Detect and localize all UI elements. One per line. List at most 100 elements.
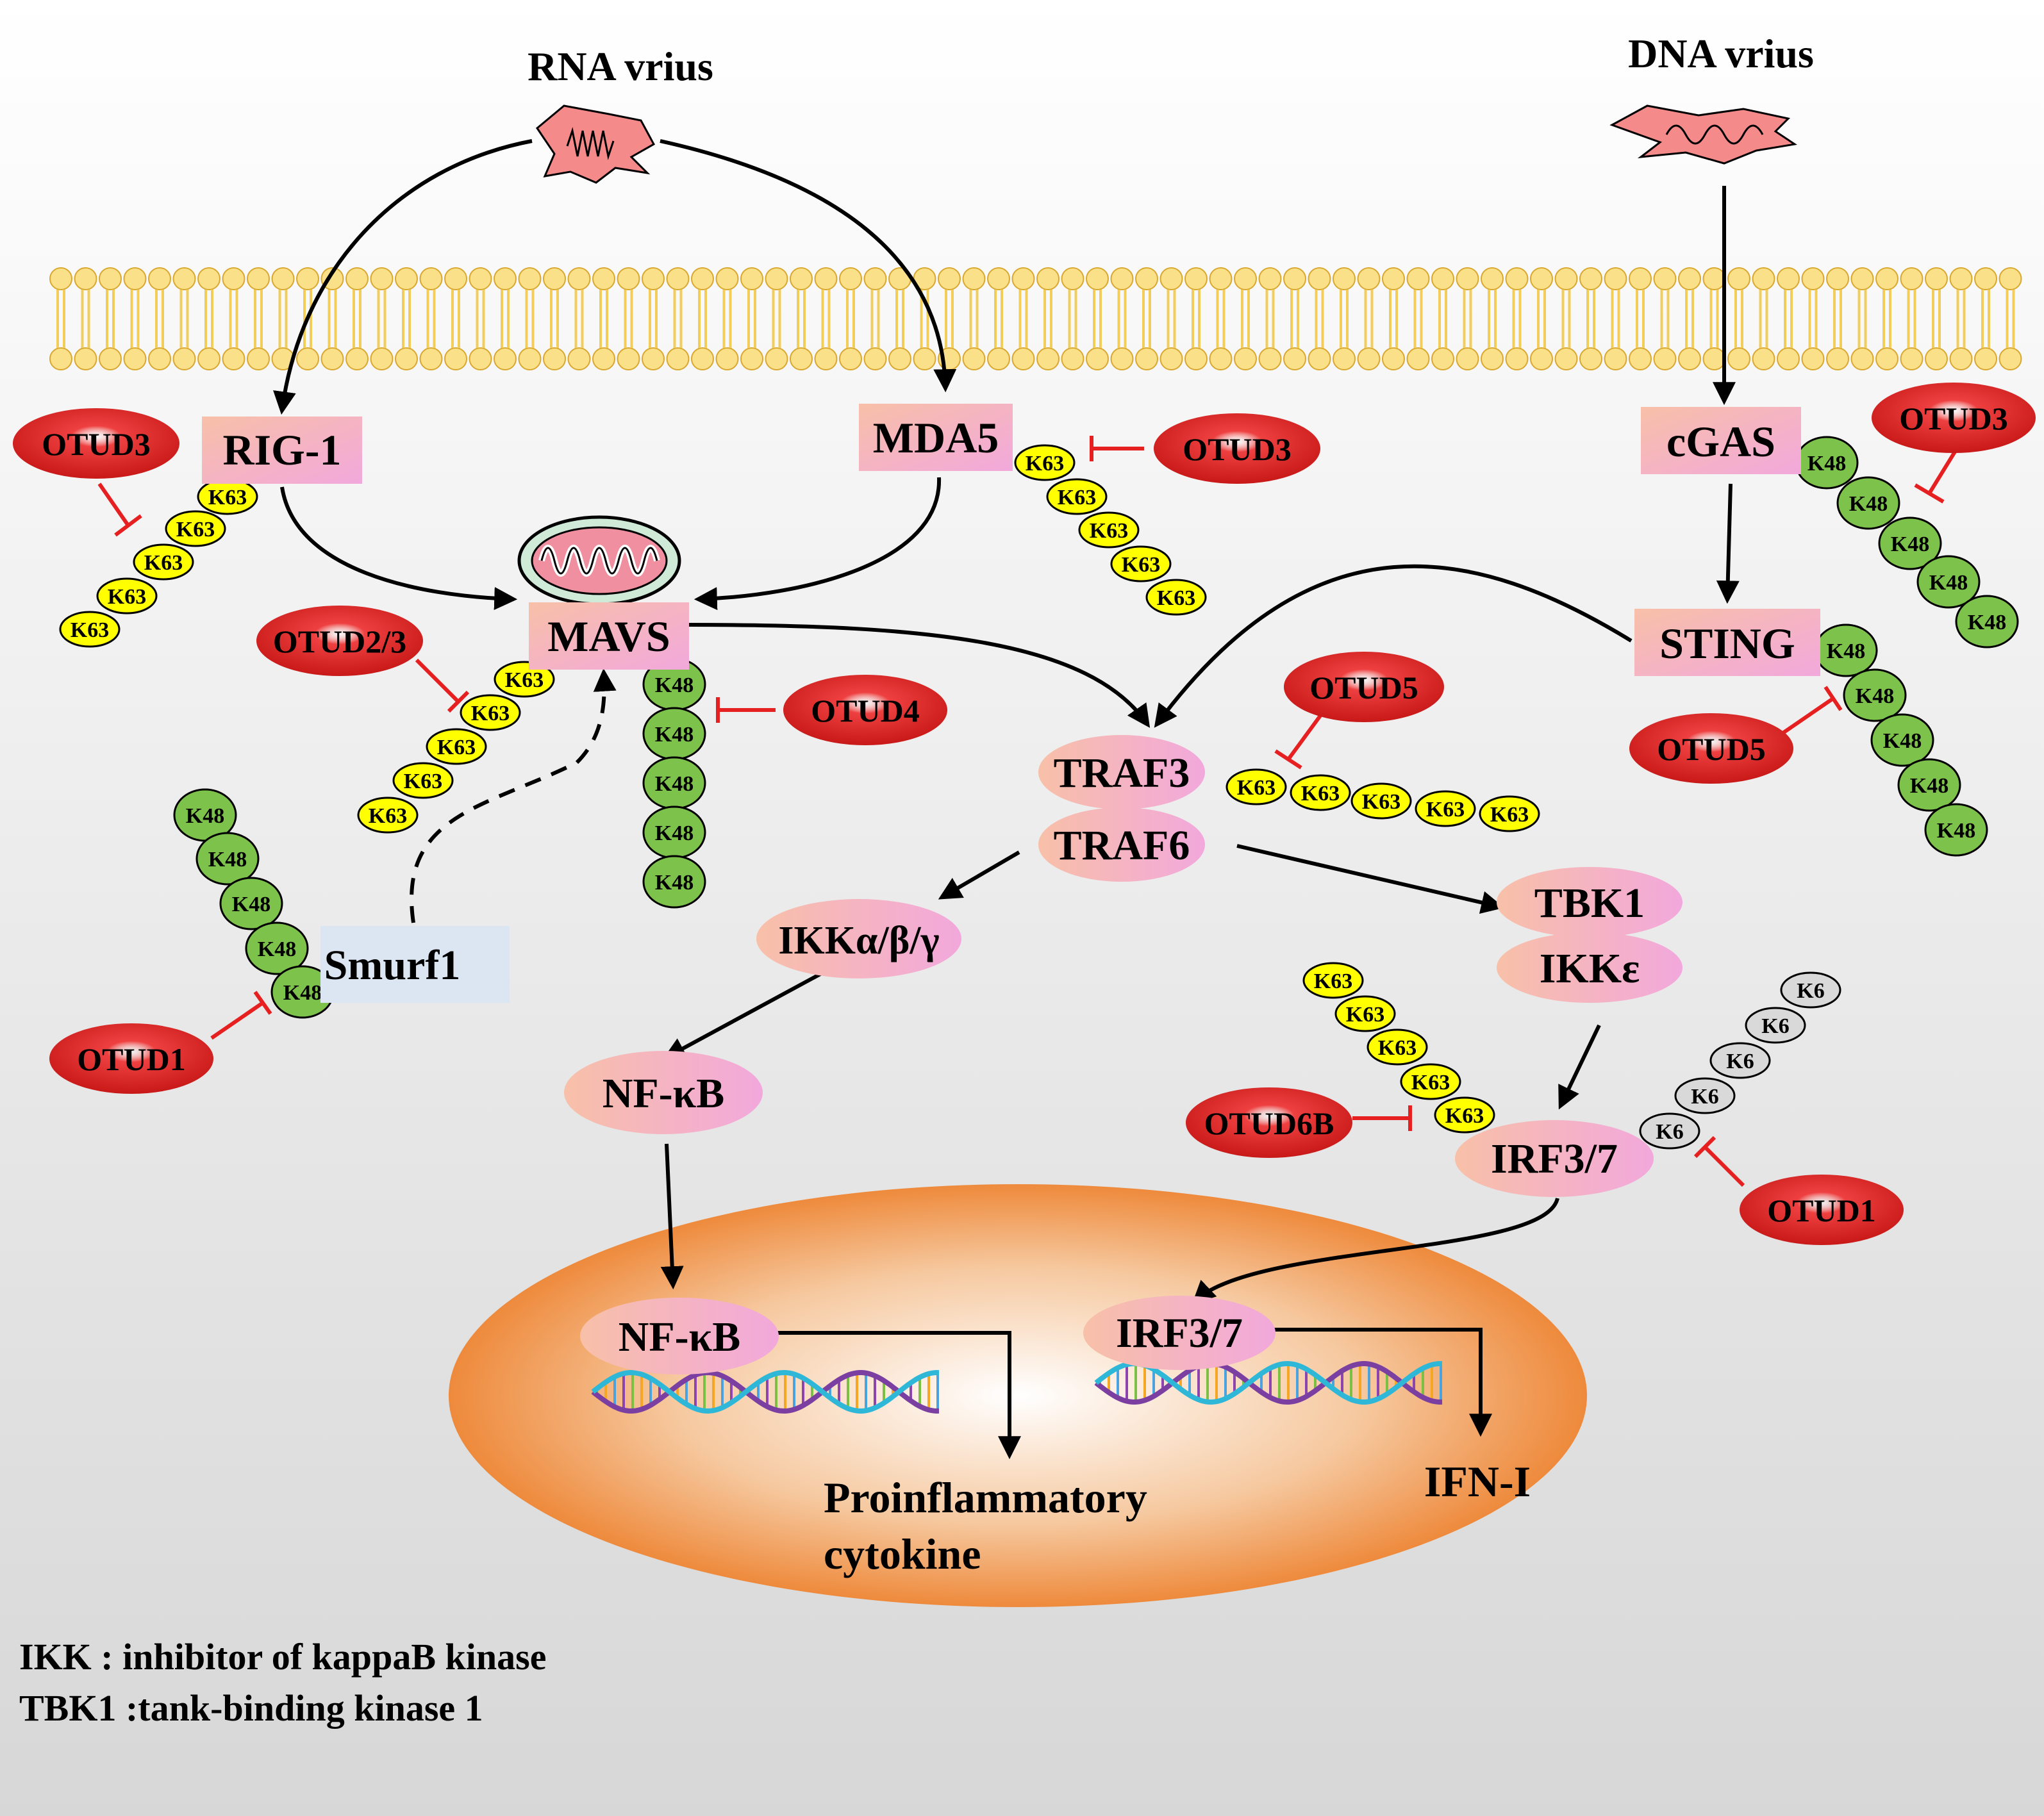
ubiquitin-k48-bead: K48 — [173, 788, 237, 842]
legend-tbk1: TBK1 :tank-binding kinase 1 — [19, 1687, 483, 1729]
nfkb-nuclear-label: NF-κB — [619, 1314, 741, 1360]
mda5-box — [859, 404, 1013, 471]
inhibit-otud3-rig — [97, 483, 142, 537]
ubiquitin-k48-bead: K48 — [642, 657, 706, 711]
k63-label: K63 — [1058, 486, 1096, 509]
otud6b-badge — [1186, 1087, 1352, 1158]
otud3-cgas-badge — [1872, 383, 2036, 453]
k48-label: K48 — [655, 673, 694, 697]
arrow-rig1-to-mavs — [280, 486, 518, 611]
otud6b-label: OTUD6B — [1204, 1105, 1334, 1141]
ubiquitin-k48-bead: K48 — [195, 832, 260, 886]
rig1-box — [202, 417, 362, 484]
k48-label: K48 — [258, 937, 296, 961]
arrow-mavs-to-traf3 — [688, 623, 1151, 728]
otud23-badge — [256, 606, 423, 676]
dna-helix-icon — [1094, 1360, 1443, 1405]
ifn-label: IFN-I — [1424, 1457, 1531, 1506]
otud1-smurf-label: OTUD1 — [77, 1041, 185, 1077]
k48-label: K48 — [186, 804, 224, 828]
ubiquitin-k6-bead: K6 — [1709, 1042, 1771, 1079]
ubiquitin-k63-bead: K63 — [96, 577, 158, 615]
k63-label: K63 — [1346, 1003, 1384, 1027]
k63-label: K63 — [437, 736, 476, 759]
ubiquitin-chains: K63K63K63K63K63K63K63K63K63K63K48K48K48K… — [59, 436, 2019, 1150]
ubiquitin-k48-bead: K48 — [219, 877, 283, 930]
otud1-irf-badge — [1740, 1175, 1904, 1245]
ubiquitin-k63-bead: K63 — [133, 543, 194, 581]
k63-label: K63 — [1378, 1036, 1417, 1060]
otud5-traf-label: OTUD5 — [1309, 670, 1418, 706]
ubiquitin-k6-bead: K6 — [1639, 1112, 1700, 1150]
arrow-sting-to-traf3 — [1154, 564, 1633, 728]
k63-label: K63 — [1301, 782, 1340, 805]
ubiquitin-k63-bead: K63 — [197, 478, 258, 515]
traf6-oval — [1038, 807, 1205, 882]
nfkb-label: NF-κB — [602, 1070, 725, 1117]
arrow-traf6-to-ikk — [938, 850, 1020, 900]
otud1-irf-label: OTUD1 — [1767, 1193, 1875, 1228]
ubiquitin-k63-bead: K63 — [1479, 795, 1540, 832]
k63-label: K63 — [1026, 452, 1064, 475]
k63-label: K63 — [505, 668, 544, 692]
arrow-rna-to-rig1 — [273, 139, 533, 415]
otud23-label: OTUD2/3 — [273, 623, 406, 659]
ubiquitin-k48-bead: K48 — [1878, 516, 1942, 570]
ubiquitin-k63-bead: K63 — [1014, 444, 1076, 481]
ubiquitin-k63-bead: K63 — [1226, 768, 1287, 805]
k48-label: K48 — [208, 848, 247, 871]
ubiquitin-k48-bead: K48 — [642, 805, 706, 859]
k63-label: K63 — [1122, 553, 1160, 577]
ubiquitin-k48-bead: K48 — [1870, 713, 1934, 767]
rna-virus-label: RNA vrius — [528, 44, 713, 89]
traf6-label: TRAF6 — [1054, 822, 1190, 869]
k63-label: K63 — [471, 702, 510, 725]
dna-helix-icon — [591, 1369, 940, 1414]
k48-label: K48 — [232, 893, 270, 916]
ubiquitin-k48-bead: K48 — [270, 965, 335, 1019]
k63-label: K63 — [1426, 798, 1465, 821]
ubiquitin-k48-bead: K48 — [1843, 668, 1907, 722]
ubiquitin-k63-bead: K63 — [494, 661, 555, 698]
inhibit-otud1-smurf — [210, 991, 272, 1040]
k63-label: K63 — [1445, 1104, 1484, 1128]
k48-label: K48 — [655, 723, 694, 747]
otud1-smurf-badge — [49, 1023, 213, 1094]
ubiquitin-k63-bead: K63 — [1046, 478, 1108, 515]
ubiquitin-k63-bead: K63 — [165, 510, 226, 547]
k63-label: K63 — [1314, 970, 1352, 993]
ubiquitin-k48-bead: K48 — [642, 855, 706, 909]
k63-label: K63 — [71, 618, 109, 642]
nucleus — [449, 1184, 1587, 1607]
inhibit-otud3-mda5 — [1090, 436, 1144, 461]
ubiquitin-k6-bead: K6 — [1780, 971, 1841, 1009]
k63-label: K63 — [1411, 1071, 1450, 1094]
cgas-box — [1641, 407, 1801, 474]
otud3-rig-badge — [13, 408, 179, 479]
ikk-oval — [756, 899, 961, 978]
ubiquitin-k63-bead: K63 — [1145, 579, 1207, 616]
k48-label: K48 — [1910, 774, 1948, 798]
smurf1-label: Smurf1 — [324, 942, 461, 989]
ubiquitin-k48-bead: K48 — [1924, 803, 1988, 857]
otud3-mda5-label: OTUD3 — [1183, 431, 1291, 467]
k63-label: K63 — [1362, 790, 1400, 814]
k6-label: K6 — [1656, 1120, 1683, 1144]
otud5-sting-badge — [1629, 713, 1793, 784]
k48-label: K48 — [283, 981, 322, 1005]
arrow-traf6-to-tbk1 — [1236, 844, 1505, 914]
ubiquitin-k63-bead: K63 — [357, 797, 419, 834]
k48-label: K48 — [655, 772, 694, 796]
inhibit-otud6b — [1352, 1105, 1412, 1131]
arrow-ikke-to-irf — [1558, 1024, 1601, 1110]
dna-virus-label: DNA vrius — [1628, 31, 1814, 76]
ubiquitin-k63-bead: K63 — [1434, 1096, 1495, 1134]
otud5-sting-label: OTUD5 — [1657, 731, 1765, 767]
ikk-label: IKKα/β/γ — [778, 919, 939, 962]
k48-label: K48 — [1849, 492, 1888, 516]
cgas-label: cGAS — [1666, 417, 1775, 466]
ubiquitin-k63-bead: K63 — [59, 611, 120, 648]
ubiquitin-k63-bead: K63 — [1302, 962, 1364, 999]
